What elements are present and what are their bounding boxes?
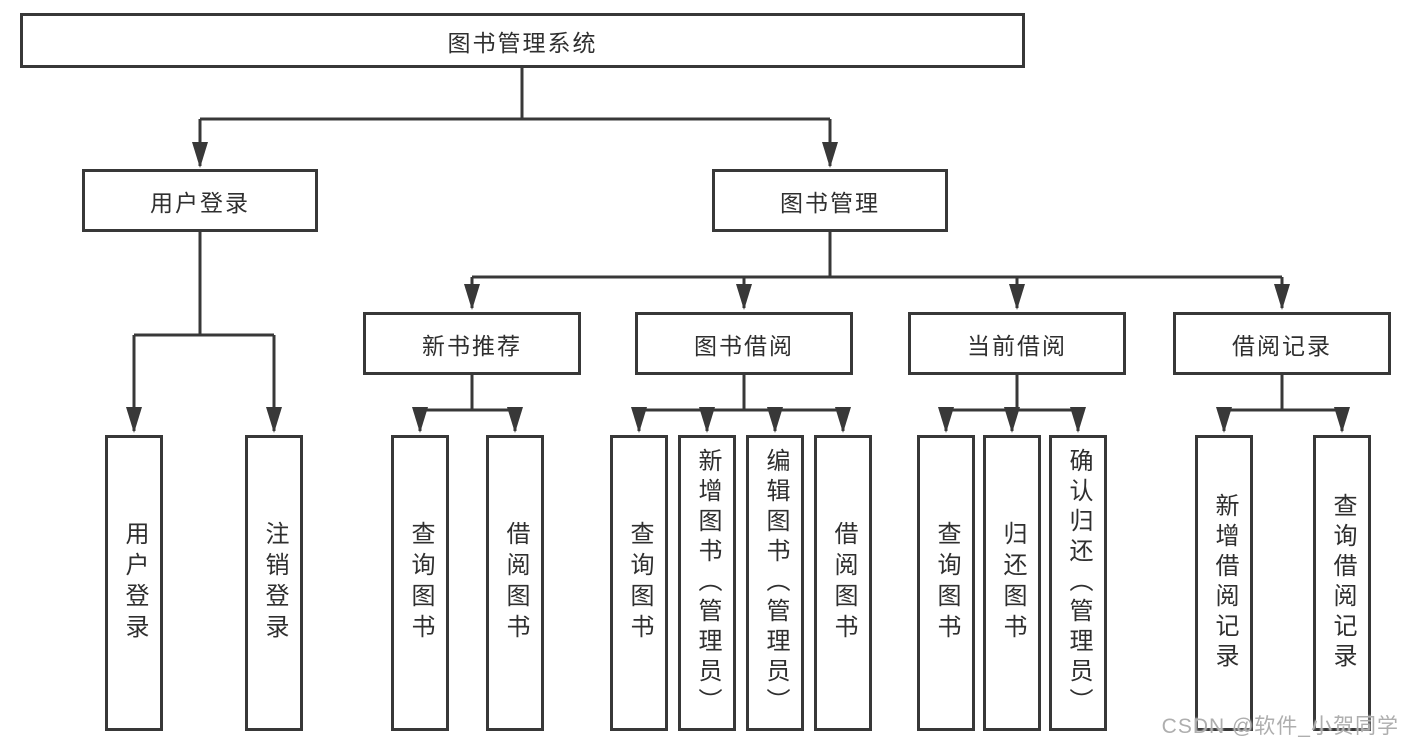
leaf-confirm-return-admin-label: 确认归还（管理员） [1065,448,1092,718]
node-user-login-label: 用户登录 [150,189,250,216]
leaf-confirm-return-admin: 确认归还（管理员） [1049,435,1107,731]
leaf-add-borrow-record-label: 新增借阅记录 [1211,493,1238,673]
node-current-borrow-label: 当前借阅 [967,332,1067,359]
leaf-logout: 注销登录 [245,435,303,731]
leaf-return-books: 归还图书 [983,435,1041,731]
leaf-user-login-label: 用户登录 [121,521,148,645]
node-book-management: 图书管理 [712,169,948,232]
leaf-return-books-label: 归还图书 [999,521,1026,645]
node-book-borrow-label: 图书借阅 [694,332,794,359]
leaf-user-login: 用户登录 [105,435,163,731]
node-new-book-recommend: 新书推荐 [363,312,581,375]
leaf-borrow-borrow-books-label: 借阅图书 [830,521,857,645]
node-new-book-recommend-label: 新书推荐 [422,332,522,359]
leaf-edit-books-admin-label: 编辑图书（管理员） [762,448,789,718]
leaf-query-borrow-record: 查询借阅记录 [1313,435,1371,731]
leaf-recommend-query-books-label: 查询图书 [407,521,434,645]
node-system-root: 图书管理系统 [20,13,1025,68]
leaf-query-borrow-record-label: 查询借阅记录 [1329,493,1356,673]
leaf-borrow-query-books-label: 查询图书 [626,521,653,645]
node-book-management-label: 图书管理 [780,189,880,216]
node-current-borrow: 当前借阅 [908,312,1126,375]
node-system-root-label: 图书管理系统 [447,29,598,56]
leaf-current-query-books-label: 查询图书 [933,521,960,645]
node-borrow-records: 借阅记录 [1173,312,1391,375]
leaf-logout-label: 注销登录 [261,521,288,645]
leaf-borrow-query-books: 查询图书 [610,435,668,731]
connector-group [126,68,1350,433]
leaf-recommend-borrow-books: 借阅图书 [486,435,544,731]
node-user-login: 用户登录 [82,169,318,232]
leaf-borrow-borrow-books: 借阅图书 [814,435,872,731]
leaf-recommend-query-books: 查询图书 [391,435,449,731]
leaf-recommend-borrow-books-label: 借阅图书 [502,521,529,645]
leaf-current-query-books: 查询图书 [917,435,975,731]
leaf-add-books-admin-label: 新增图书（管理员） [694,448,721,718]
leaf-edit-books-admin: 编辑图书（管理员） [746,435,804,731]
leaf-add-books-admin: 新增图书（管理员） [678,435,736,731]
node-book-borrow: 图书借阅 [635,312,853,375]
csdn-watermark: CSDN @软件_小贺同学 [1161,715,1399,738]
leaf-add-borrow-record: 新增借阅记录 [1195,435,1253,731]
node-borrow-records-label: 借阅记录 [1232,332,1332,359]
